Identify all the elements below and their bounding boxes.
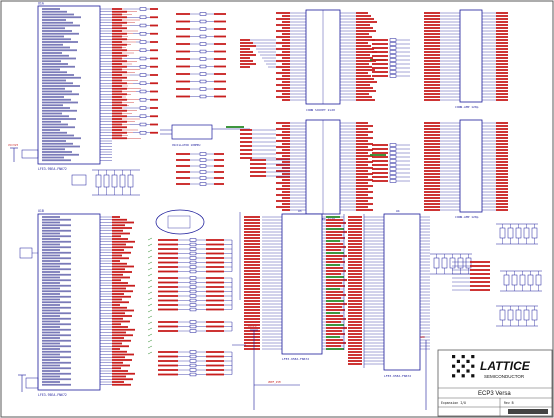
j6-caption: CONN-AMP 120p [455,215,479,219]
passive-cluster-lower [147,237,233,377]
gnd-label: GND [420,335,425,339]
net-a-label: VREF_25M [268,380,281,384]
doc-title: ECP3 Versa [478,391,511,397]
vccio-label: VCCIO [248,324,257,328]
j5-caption: CONN-AMP 120p [455,105,479,109]
u1a-caption: LFE3-95EA-FN672 [38,167,67,171]
component-conn-right-mid: CONN-AMP 120p [455,119,483,219]
component-u3: LFE3-95EA-FN672 U3 [281,209,323,361]
passive-cluster-right [430,223,542,327]
u1a-pin-stubs [42,8,112,162]
power-bus-left: VCC3V3 [8,143,39,162]
logo-sub: SEMICONDUCTOR [484,374,525,379]
u3-ref: U3 [298,209,302,213]
u1b-net-labels [19,216,135,386]
component-hdr-bottom: CONN SOCKET 2x20 [305,119,341,221]
u1b-ref: U1B [38,209,44,213]
logo-word: LATTICE [480,359,531,373]
vcc-label-left: VCC3V3 [8,143,18,147]
right-connector-net-labels [372,12,508,211]
component-u1a: LFE3-95EA-FN672 U1A [37,2,112,171]
passive-cluster-upper [160,12,250,186]
title-block: LATTICE SEMICONDUCTOR ECP3 Versa Expansi… [437,349,553,417]
component-osc: OSCILLATOR 100MHz [171,124,213,147]
u1a-ref: U1A [38,2,44,6]
center-net-labels [239,212,430,368]
u1a-net-labels [112,7,158,140]
rev-label: Rev B [504,401,514,405]
note-callout [155,209,205,235]
u1b-caption: LFE3-95EA-FN672 [38,393,67,397]
u3-caption: LFE3-95EA-FN672 [282,357,309,361]
component-hdr-top: CONN SOCKET 2x20 [305,9,341,112]
sheet-name: Expansion I/O [441,401,466,405]
header-net-labels [240,12,386,211]
power-bus-bottom: VCCIO VREF_25M GND [232,324,427,410]
u4-caption: LFE3-95EA-FN672 [384,374,411,378]
component-u4: LFE3-95EA-FN672 U4 [383,209,421,378]
u4-ref: U4 [396,209,400,213]
osc-caption: OSCILLATOR 100MHz [172,143,201,147]
power-bus-bottom-left [18,374,39,392]
hdr1-caption: CONN SOCKET 2x20 [306,108,335,112]
component-sw1 [71,169,140,196]
component-conn-right-top: CONN-AMP 120p [455,9,483,109]
lattice-logo: LATTICE SEMICONDUCTOR [452,355,531,379]
